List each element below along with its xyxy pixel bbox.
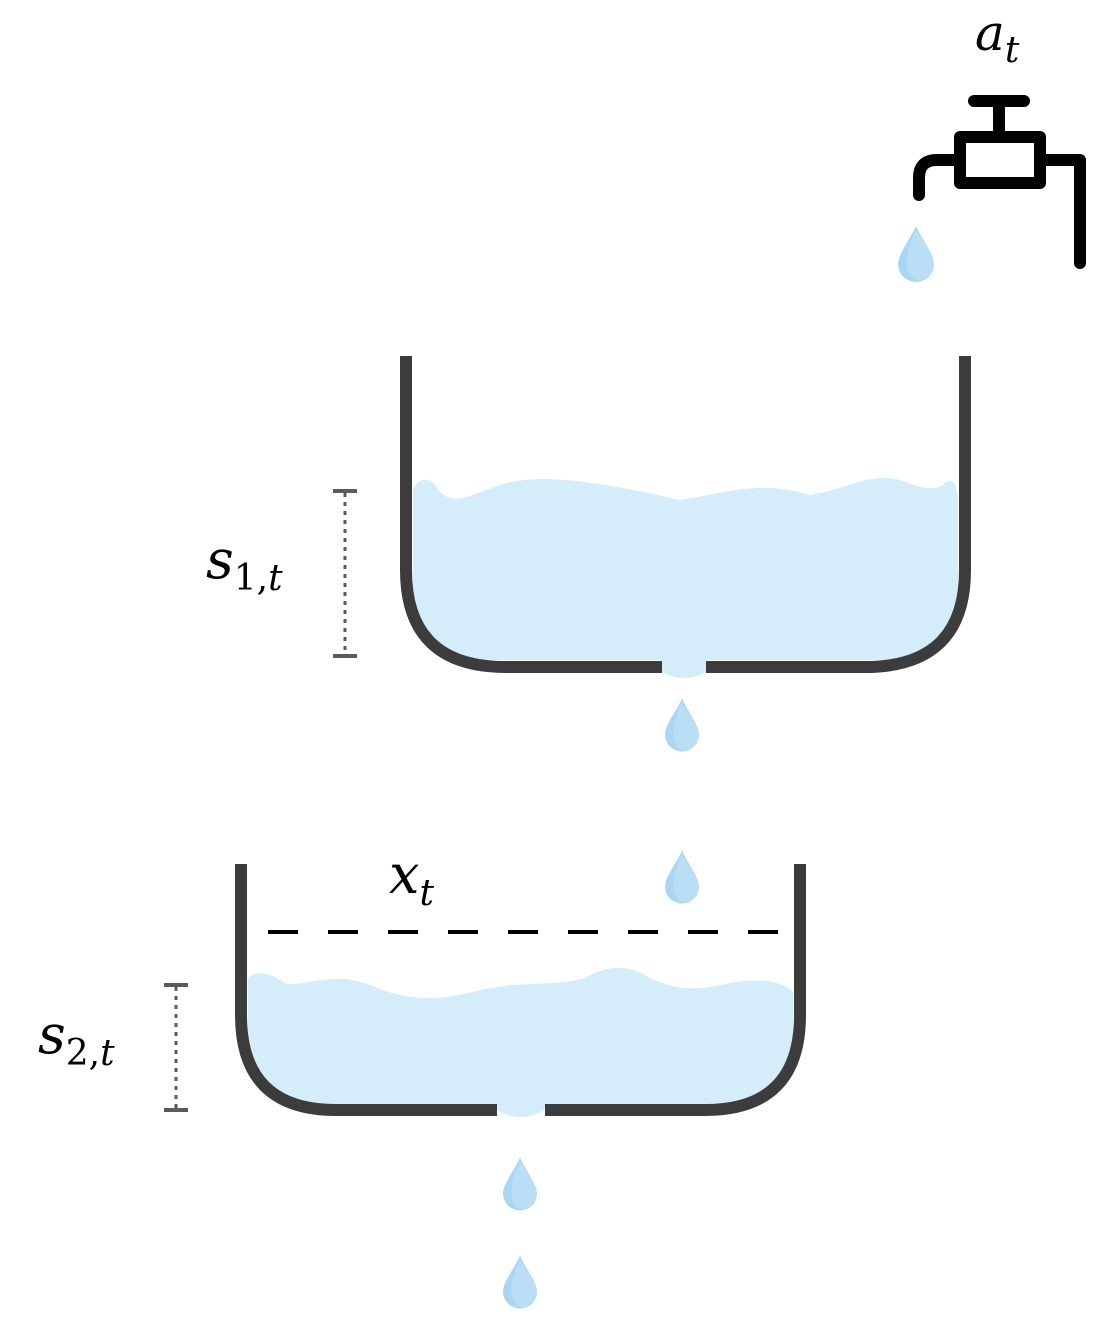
tank-2-wall — [235, 864, 806, 1116]
tank-1 — [400, 356, 971, 678]
faucet-body — [954, 131, 1046, 189]
faucet-spout — [913, 154, 966, 201]
tank-2 — [235, 864, 806, 1117]
faucet-icon — [913, 95, 1086, 269]
tank-1-level-bracket — [333, 489, 357, 658]
tank-2-level-label: s2,t — [38, 1003, 115, 1074]
water-drop-icon — [898, 226, 934, 282]
tank-2-level-bracket — [164, 983, 188, 1112]
water-drop-icon — [503, 1255, 537, 1309]
tank-1-wall — [400, 356, 971, 673]
water-drop-icon — [665, 698, 699, 752]
water-drop-icon — [665, 850, 699, 904]
tank-1-level-label: s1,t — [206, 528, 283, 599]
tank-1-water — [413, 477, 958, 678]
tank-2-water — [248, 967, 793, 1117]
action-label: at — [975, 4, 1020, 71]
faucet-pipe — [1034, 154, 1086, 269]
target-level-label: xt — [389, 843, 434, 914]
water-drop-icon — [503, 1157, 537, 1211]
